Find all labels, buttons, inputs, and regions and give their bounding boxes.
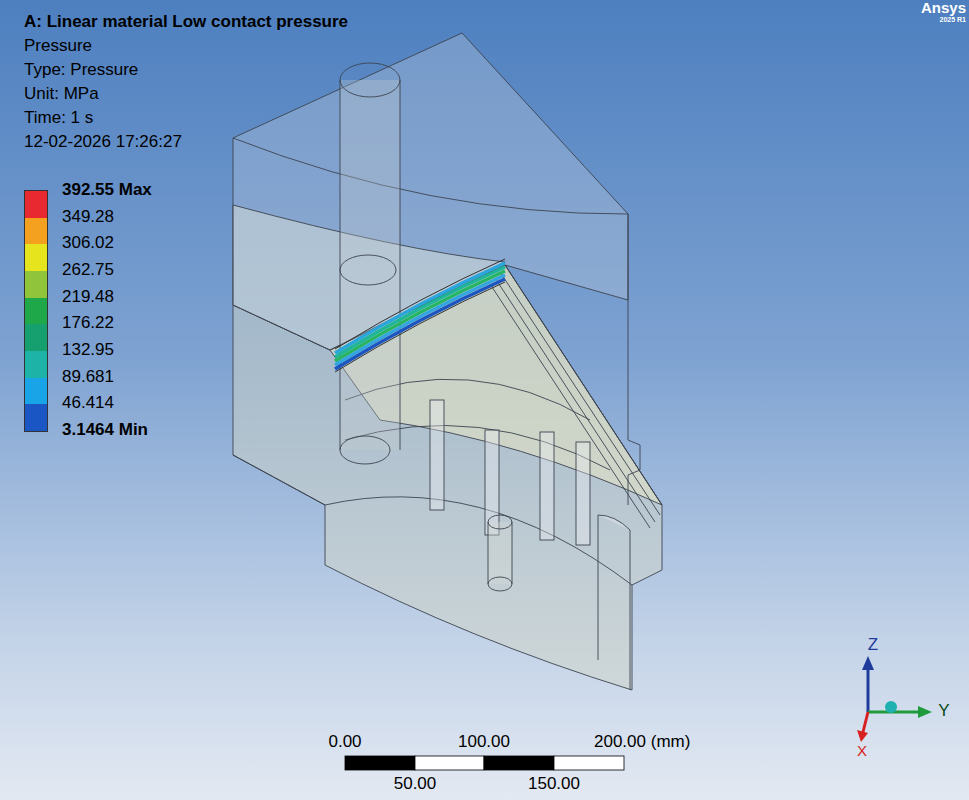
view-sphere [885, 701, 897, 713]
result-type: Type: Pressure [24, 60, 138, 80]
x-axis [857, 730, 868, 742]
slot [576, 442, 590, 545]
bolt-hole [340, 80, 341, 450]
legend-swatch [25, 191, 47, 218]
scale-segment [484, 756, 554, 770]
result-timestamp: 12-02-2026 17:26:27 [24, 132, 182, 152]
small-cylinder [488, 522, 489, 584]
contact-pressure-band [335, 259, 505, 372]
bolt-hole [340, 436, 390, 464]
result-unit: Unit: MPa [24, 84, 99, 104]
legend-value: 46.414 [62, 393, 114, 413]
legend-swatch [25, 351, 47, 378]
legend-swatch [25, 271, 47, 298]
legend-value: 89.681 [62, 367, 114, 387]
bolt-hole [340, 80, 400, 450]
slot [598, 515, 630, 690]
z-axis [867, 668, 870, 712]
legend-value: 176.22 [62, 313, 114, 333]
right-face [628, 214, 640, 505]
legend-swatch [25, 244, 47, 271]
slot [485, 430, 499, 535]
axis-triad [857, 656, 932, 742]
legend-value: 262.75 [62, 260, 114, 280]
brand-logo: Ansys [921, 0, 966, 17]
plate-edge [490, 284, 650, 528]
legend-swatch [25, 298, 47, 325]
scale-segment [345, 756, 415, 770]
legend-value: 306.02 [62, 233, 114, 253]
slot [540, 432, 554, 540]
brand-version: 2025 R1 [940, 15, 966, 25]
x-axis [863, 712, 868, 732]
result-quantity: Pressure [24, 36, 92, 56]
scale-value: 200.00 (mm) [594, 732, 690, 752]
bolt-hole [340, 255, 396, 285]
legend-bar [24, 190, 48, 432]
scale-segment [554, 756, 624, 770]
scale-bar [345, 756, 624, 770]
small-cylinder [488, 577, 512, 591]
legend-value: 392.55 Max [62, 180, 152, 200]
legend-value: 132.95 [62, 340, 114, 360]
result-title: A: Linear material Low contact pressure [24, 12, 348, 32]
small-cylinder [488, 515, 512, 529]
legend-value: 3.1464 Min [62, 420, 148, 440]
result-time: Time: 1 s [24, 108, 93, 128]
contact-outline [335, 282, 505, 372]
legend-swatch [25, 378, 47, 405]
legend-swatch [25, 324, 47, 351]
small-cylinder [512, 522, 513, 584]
slot [430, 400, 444, 510]
z-axis [862, 656, 874, 670]
axis-label: X [857, 742, 867, 760]
plate-edge [495, 278, 655, 522]
scale-value: 0.00 [328, 732, 361, 752]
legend-value: 349.28 [62, 207, 114, 227]
scale-segment [415, 756, 484, 770]
scale-value: 100.00 [458, 732, 510, 752]
legend-value: 219.48 [62, 287, 114, 307]
model-geometry [233, 33, 662, 690]
bolt-hole [340, 63, 400, 97]
scale-value: 150.00 [528, 774, 580, 794]
legend-swatch [25, 218, 47, 245]
small-cylinder [488, 522, 512, 584]
y-axis [918, 706, 932, 718]
upper-top-edge [233, 138, 628, 214]
legend-swatch [25, 404, 47, 431]
scale-value: 50.00 [394, 774, 437, 794]
bolt-hole [400, 80, 401, 450]
axis-label: Z [868, 635, 878, 655]
axis-label: Y [938, 701, 949, 721]
